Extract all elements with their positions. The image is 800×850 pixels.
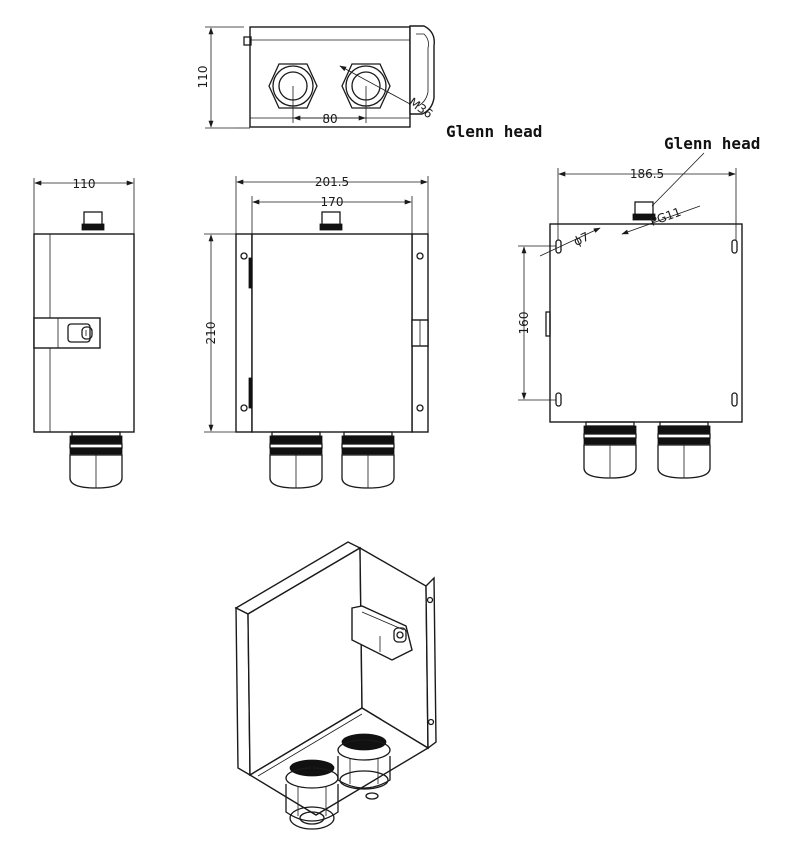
top-view-gland-right [341, 63, 391, 109]
top-view: 110 80 M36 [196, 25, 435, 129]
iso-gland-front [285, 759, 339, 830]
left-side-view: 110 [33, 177, 135, 489]
front-view: 201.5 170 210 [204, 175, 429, 489]
dim-front-inner-width: 170 [321, 195, 344, 209]
left-view-gland [69, 431, 123, 489]
dim-top-height: 110 [196, 66, 210, 89]
front-view-box [251, 233, 413, 433]
front-view-gland-left [269, 431, 323, 489]
back-view: 186.5 160 ϕ7 PG11 [517, 167, 743, 479]
left-view-handle [33, 317, 101, 349]
iso-handle [351, 605, 413, 661]
dim-back-hole: ϕ7 [571, 229, 591, 248]
glenn-head-label-top: Glenn head [446, 122, 542, 141]
front-view-gland-right [341, 431, 395, 489]
iso-gland-back [337, 733, 391, 800]
back-view-gland-right [657, 421, 711, 479]
isometric-view [234, 541, 437, 830]
dim-back-width: 186.5 [630, 167, 664, 181]
dim-back-height: 160 [517, 312, 531, 335]
dim-top-spacing: 80 [322, 112, 337, 126]
glenn-head-label-side: Glenn head [664, 134, 760, 153]
iso-flange [425, 576, 437, 750]
dim-left-width: 110 [73, 177, 96, 191]
back-view-gland-left [583, 421, 637, 479]
dim-front-outer-width: 201.5 [315, 175, 349, 189]
dim-front-height: 210 [204, 322, 218, 345]
back-view-box [549, 223, 743, 423]
